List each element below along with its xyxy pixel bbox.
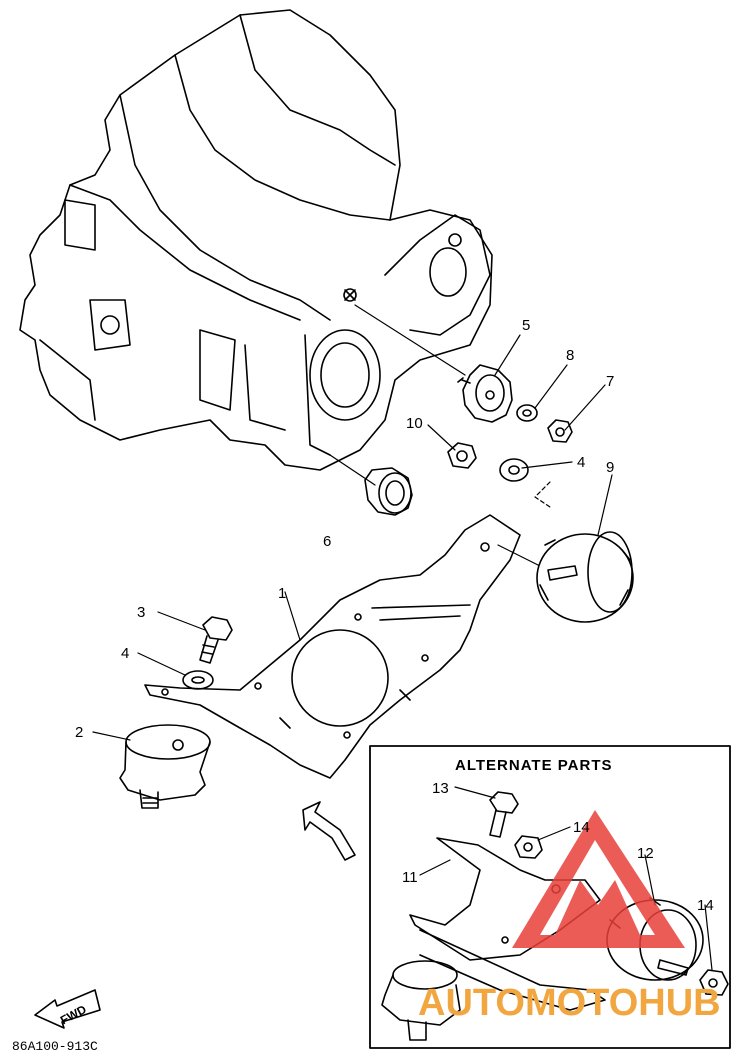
inset-title: ALTERNATE PARTS	[455, 757, 613, 774]
automotohub-watermark: AUTOMOTOHUB	[418, 810, 721, 1024]
callout-9: 9	[606, 459, 614, 476]
part-4-washer-upper	[499, 458, 529, 482]
inset-front-mount	[381, 960, 461, 1041]
callout-1: 1	[278, 585, 286, 602]
part-10-nut	[447, 442, 477, 469]
callout-6: 6	[323, 533, 331, 550]
part-9-rubber-mount	[536, 531, 634, 623]
forward-direction-arrow	[302, 801, 356, 861]
part-14-nut-right	[699, 969, 729, 996]
callout-numbers: 1 2 3 4 4 5 6 7 8 9 10 11 12 13 14 14 AL…	[12, 317, 714, 1054]
callout-13: 13	[432, 780, 449, 797]
part-3-bolt	[199, 616, 233, 664]
part-6-bushing	[364, 467, 413, 516]
callout-8: 8	[566, 347, 574, 364]
callout-2: 2	[75, 724, 83, 741]
leader-lines	[92, 304, 713, 971]
part-8-washer	[516, 404, 538, 422]
callout-4-lower: 4	[121, 645, 129, 662]
callout-7: 7	[606, 373, 614, 390]
part-1-bracket-plate	[144, 514, 521, 779]
callout-10: 10	[406, 415, 423, 432]
part-4-washer-lower	[182, 670, 214, 690]
part-13-bolt	[489, 791, 519, 838]
callout-5: 5	[522, 317, 530, 334]
fwd-label: FWD	[58, 1002, 89, 1027]
callout-11: 11	[402, 869, 418, 886]
callout-14-upper: 14	[573, 819, 590, 836]
callout-3: 3	[137, 604, 145, 621]
drawing-code: 86A100-913C	[12, 1039, 98, 1054]
part-5-bracket	[457, 364, 513, 423]
part-7-nut	[547, 419, 573, 443]
callout-4-upper: 4	[577, 454, 585, 471]
part-14-nut-upper	[514, 835, 543, 859]
engine-outline	[19, 9, 493, 471]
callout-12: 12	[637, 845, 654, 862]
part-2-front-mount	[119, 724, 211, 809]
callout-14-right: 14	[697, 897, 714, 914]
alternate-parts-inset	[369, 745, 731, 1049]
watermark-text: AUTOMOTOHUB	[418, 982, 721, 1024]
fwd-arrow-symbol	[34, 989, 101, 1029]
